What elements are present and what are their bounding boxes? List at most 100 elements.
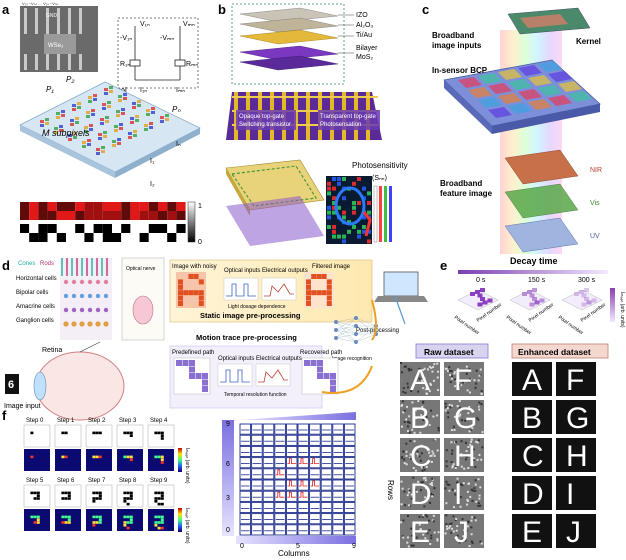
subpixel [114,125,118,128]
subpixel [117,138,121,141]
wave-cell [309,513,321,525]
network-edge [335,317,357,331]
path-cell [182,360,189,366]
noise-pixel [436,538,439,541]
letter-glyph: F [454,364,472,397]
subpixel [54,127,58,130]
noise-pixel [472,448,475,451]
subpixel [82,145,86,148]
chip-electrodes [24,8,82,70]
time-300: 300 s [578,277,596,284]
step-pixel [67,494,71,497]
kernel-cell [20,211,30,220]
wave-cell [262,513,275,525]
motion-arrow [321,365,373,394]
noise-pixel [470,526,473,529]
electrical-outputs-label: Electrical outputs [262,268,308,274]
letter-tile [556,400,596,434]
noise-pixel [432,366,435,369]
photosensitivity-ring [334,186,366,226]
noise-pixel [450,522,453,525]
noise-pixel [469,377,472,380]
wave-cell [251,457,263,469]
network-node [354,332,358,336]
callout-opaque-box [236,110,296,130]
horizontal-label: Horizontal cells [16,276,57,282]
chip-electrode [46,8,49,34]
noise-pixel [430,481,433,484]
wave-cell [332,513,344,525]
noise-pixel [406,494,409,497]
subpixel [73,132,77,135]
subpixel [130,117,134,120]
kernel-cell [66,202,76,211]
kernel-cell [93,202,103,211]
retina-label: Retina [42,347,62,354]
noise-pixel [419,459,422,462]
noise-pixel [437,370,440,373]
network-node [334,320,338,324]
photo-pixel [327,186,331,191]
noise-pixel [401,535,404,538]
noise-pixel [406,420,409,423]
subpixel [75,121,79,124]
step-pixel [36,494,40,497]
noise-pixel [429,383,432,386]
noise-pixel [410,390,413,393]
image-pixel [311,274,317,279]
photo-title: Photosensitivity [352,161,408,170]
noise-pixel [461,484,464,487]
noise-pixel [445,465,448,468]
subpixel [133,134,137,137]
noise-pixel [430,534,433,537]
step-pixel [36,497,40,500]
noise-pixel [461,518,464,521]
kernel-cell [148,202,158,211]
image-pixel [306,295,311,301]
noise-pixel [408,431,411,434]
letter-tile [556,514,596,548]
wave-cell [262,423,275,435]
feature-vis [504,183,579,219]
noise-pixel [426,368,429,371]
noise-pixel [418,367,421,370]
kernel-cell [167,202,177,211]
wave-cell [309,434,321,446]
noise-pixel [469,443,472,446]
kernel-cell [56,202,66,211]
binary-cell [38,233,48,242]
noise-pixel [475,500,478,503]
step-heat-pixel [95,521,99,524]
binary-cell [158,233,168,242]
noise-pixel [455,529,458,532]
wave-cell [297,445,310,458]
noise-pixel [420,466,423,469]
kernel-cell [102,211,112,220]
v1n-label: V₁ₙ [140,21,150,28]
noise-pixel [412,536,415,539]
step-heat-pixel [64,515,68,519]
noise-pixel [473,457,476,460]
path-cell [304,360,310,366]
noise-pixel [445,480,448,483]
kernel-cell [112,211,122,220]
subpixel [87,143,91,146]
subpixel [123,93,127,96]
decay-bar-3d [482,300,488,305]
wave-cell [320,445,333,458]
decay-bar-3d [586,300,592,305]
noise-pixel [445,405,448,408]
decay-bar-3d [480,297,485,301]
letter-tile [512,400,552,434]
step-label: Step 0 [26,418,44,424]
noise-pixel [422,418,425,421]
step-heat-pixel [157,515,161,519]
noise-pixel [400,503,403,506]
chip-electrode [68,54,71,70]
photo-pixel [332,225,336,229]
noise-pixel [446,370,449,373]
decay-bar-3d [581,293,587,298]
step-pixel [129,497,133,500]
noise-pixel [433,487,436,490]
noise-pixel [408,421,411,424]
